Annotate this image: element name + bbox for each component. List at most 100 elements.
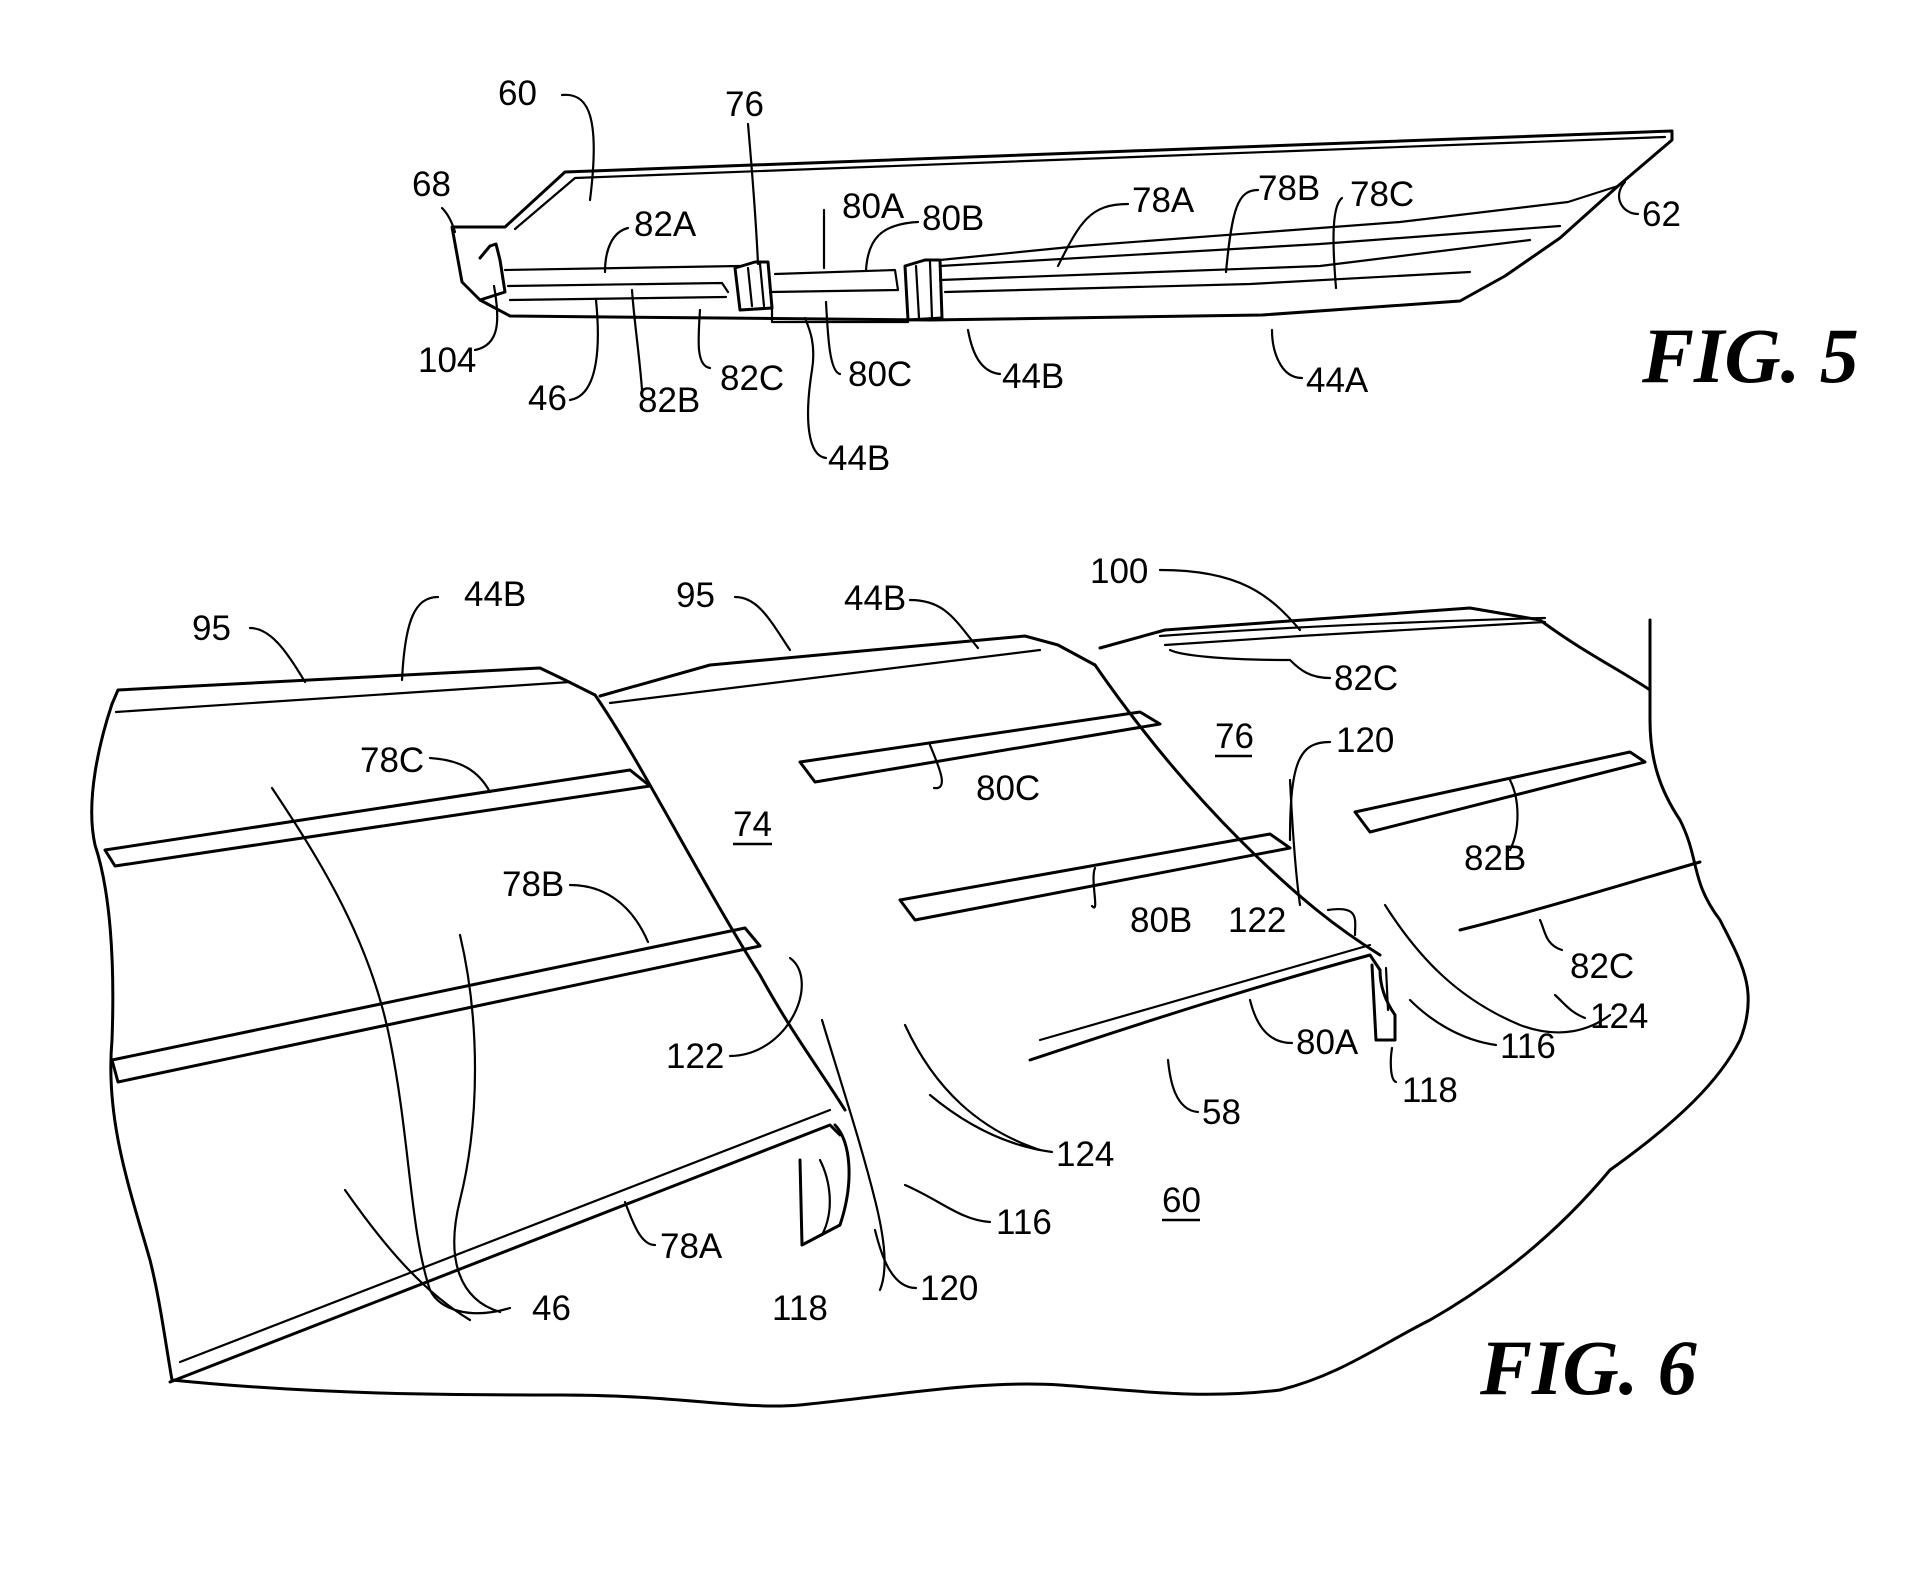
label-80A: 80A [1296, 1023, 1359, 1062]
leader-82B [630, 288, 644, 392]
fig5-step-44B-ribs [914, 260, 934, 320]
fig6-break-outline [90, 618, 1750, 1408]
leader-44B-a [400, 595, 440, 682]
fig5-strake-78B [938, 238, 1532, 282]
fig6-contour-3 [343, 1188, 472, 1322]
leader-124-a [1553, 993, 1587, 1020]
leader-82A [603, 226, 630, 274]
fig6-strake-80A [1028, 953, 1382, 1062]
fig6-drawing [90, 606, 1750, 1408]
fig5-hull-sheer [450, 129, 1674, 322]
label-44B-b: 44B [828, 439, 890, 478]
fig6-panel-mid-top [598, 634, 1097, 698]
fig6-contour-6 [1383, 903, 1612, 1034]
fig6-step-edge-1 [593, 693, 847, 1112]
label-46: 46 [532, 1289, 571, 1328]
label-120-a: 120 [1336, 721, 1394, 760]
label-82C: 82C [720, 359, 784, 398]
fig6-caption: FIG. 6 [1479, 1324, 1697, 1411]
label-104: 104 [418, 341, 476, 380]
leader-44B-b [803, 316, 828, 460]
fig6-strake-80C [798, 710, 1162, 784]
leader-100 [1158, 568, 1302, 632]
leader-80B [1090, 866, 1097, 909]
leader-124-b [928, 1093, 1054, 1154]
fig5-chine-upper [938, 184, 1620, 262]
leader-44B-a [966, 328, 1002, 376]
fig6-contour-5 [903, 1023, 1042, 1152]
leader-78A [1056, 202, 1130, 268]
fig6-strake-82C [1458, 860, 1702, 932]
leader-78C [1332, 196, 1344, 290]
label-118-b: 118 [772, 1289, 828, 1328]
label-80A: 80A [842, 187, 905, 226]
fig6-strake-78B [110, 926, 762, 1084]
fig6-panel-left-top [110, 666, 597, 706]
fig6-vent-116-left [818, 1158, 831, 1237]
fig5-caption: FIG. 5 [1641, 312, 1859, 399]
label-78B: 78B [502, 865, 564, 904]
fig5-step-76-ribs [746, 262, 766, 308]
fig5-strake-78A [938, 224, 1562, 268]
label-68: 68 [412, 165, 451, 204]
fig6-panel-left-top-inner [114, 680, 572, 714]
fig5-step-base [770, 306, 910, 324]
leader-95-a [248, 626, 307, 684]
leader-82C-a [1168, 648, 1332, 680]
label-78C: 78C [1350, 175, 1414, 214]
label-44B-a: 44B [464, 575, 526, 614]
leader-116-a [1408, 998, 1498, 1047]
label-82C-b: 82C [1570, 947, 1634, 986]
leader-104 [473, 284, 499, 352]
leader-122-a [728, 956, 803, 1058]
leader-95-b [733, 595, 792, 652]
label-95-b: 95 [676, 576, 715, 615]
label-78A: 78A [1132, 181, 1195, 220]
label-95-a: 95 [192, 609, 231, 648]
fig5-drawing [450, 129, 1674, 324]
leader-120-b [873, 1228, 918, 1290]
fig5-leaders [440, 93, 1640, 460]
label-124-a: 124 [1590, 997, 1648, 1036]
label-60: 60 [1162, 1181, 1201, 1220]
label-80B: 80B [922, 199, 984, 238]
leader-68 [440, 206, 457, 234]
fig6-panel-right-inner [1158, 616, 1547, 638]
label-78A: 78A [660, 1227, 723, 1266]
label-44B-a: 44B [1002, 357, 1064, 396]
label-116-a: 116 [1500, 1027, 1556, 1066]
leader-78B [568, 883, 650, 944]
label-82C-a: 82C [1334, 659, 1398, 698]
leader-78A [623, 1200, 657, 1247]
fig6-vent-118-left [798, 1123, 851, 1247]
leader-44B-b [908, 598, 980, 650]
label-124-b: 124 [1056, 1135, 1114, 1174]
label-44A: 44A [1306, 361, 1369, 400]
fig6-contour-2 [453, 933, 502, 1314]
leader-62 [1618, 180, 1640, 216]
fig6-strake-82C-top [1163, 620, 1547, 647]
leader-82B [1508, 778, 1519, 852]
label-80B: 80B [1130, 901, 1192, 940]
fig6-strake-78C [103, 768, 652, 868]
fig6-vent-118-right [1370, 963, 1397, 1042]
fig5-strake-80 [768, 268, 900, 294]
leader-80B [864, 220, 920, 272]
leader-78B [1224, 188, 1260, 274]
fig6-vent-116-right [1384, 966, 1390, 1012]
label-120-b: 120 [920, 1269, 978, 1308]
leader-60 [560, 93, 595, 202]
fig6-strake-80A-inner [1038, 943, 1372, 1042]
leader-58 [1166, 1058, 1200, 1114]
label-82A: 82A [634, 205, 697, 244]
label-122-b: 122 [1228, 901, 1286, 940]
label-62: 62 [1642, 195, 1681, 234]
leader-82C-b [1538, 918, 1564, 952]
label-80C: 80C [848, 355, 912, 394]
label-58: 58 [1202, 1093, 1241, 1132]
leader-80C [824, 300, 842, 376]
fig6-contour-1 [270, 786, 512, 1315]
leader-118-a [1389, 1046, 1398, 1084]
fig5-strake-82C [508, 295, 728, 302]
fig5-step-76 [733, 260, 774, 312]
